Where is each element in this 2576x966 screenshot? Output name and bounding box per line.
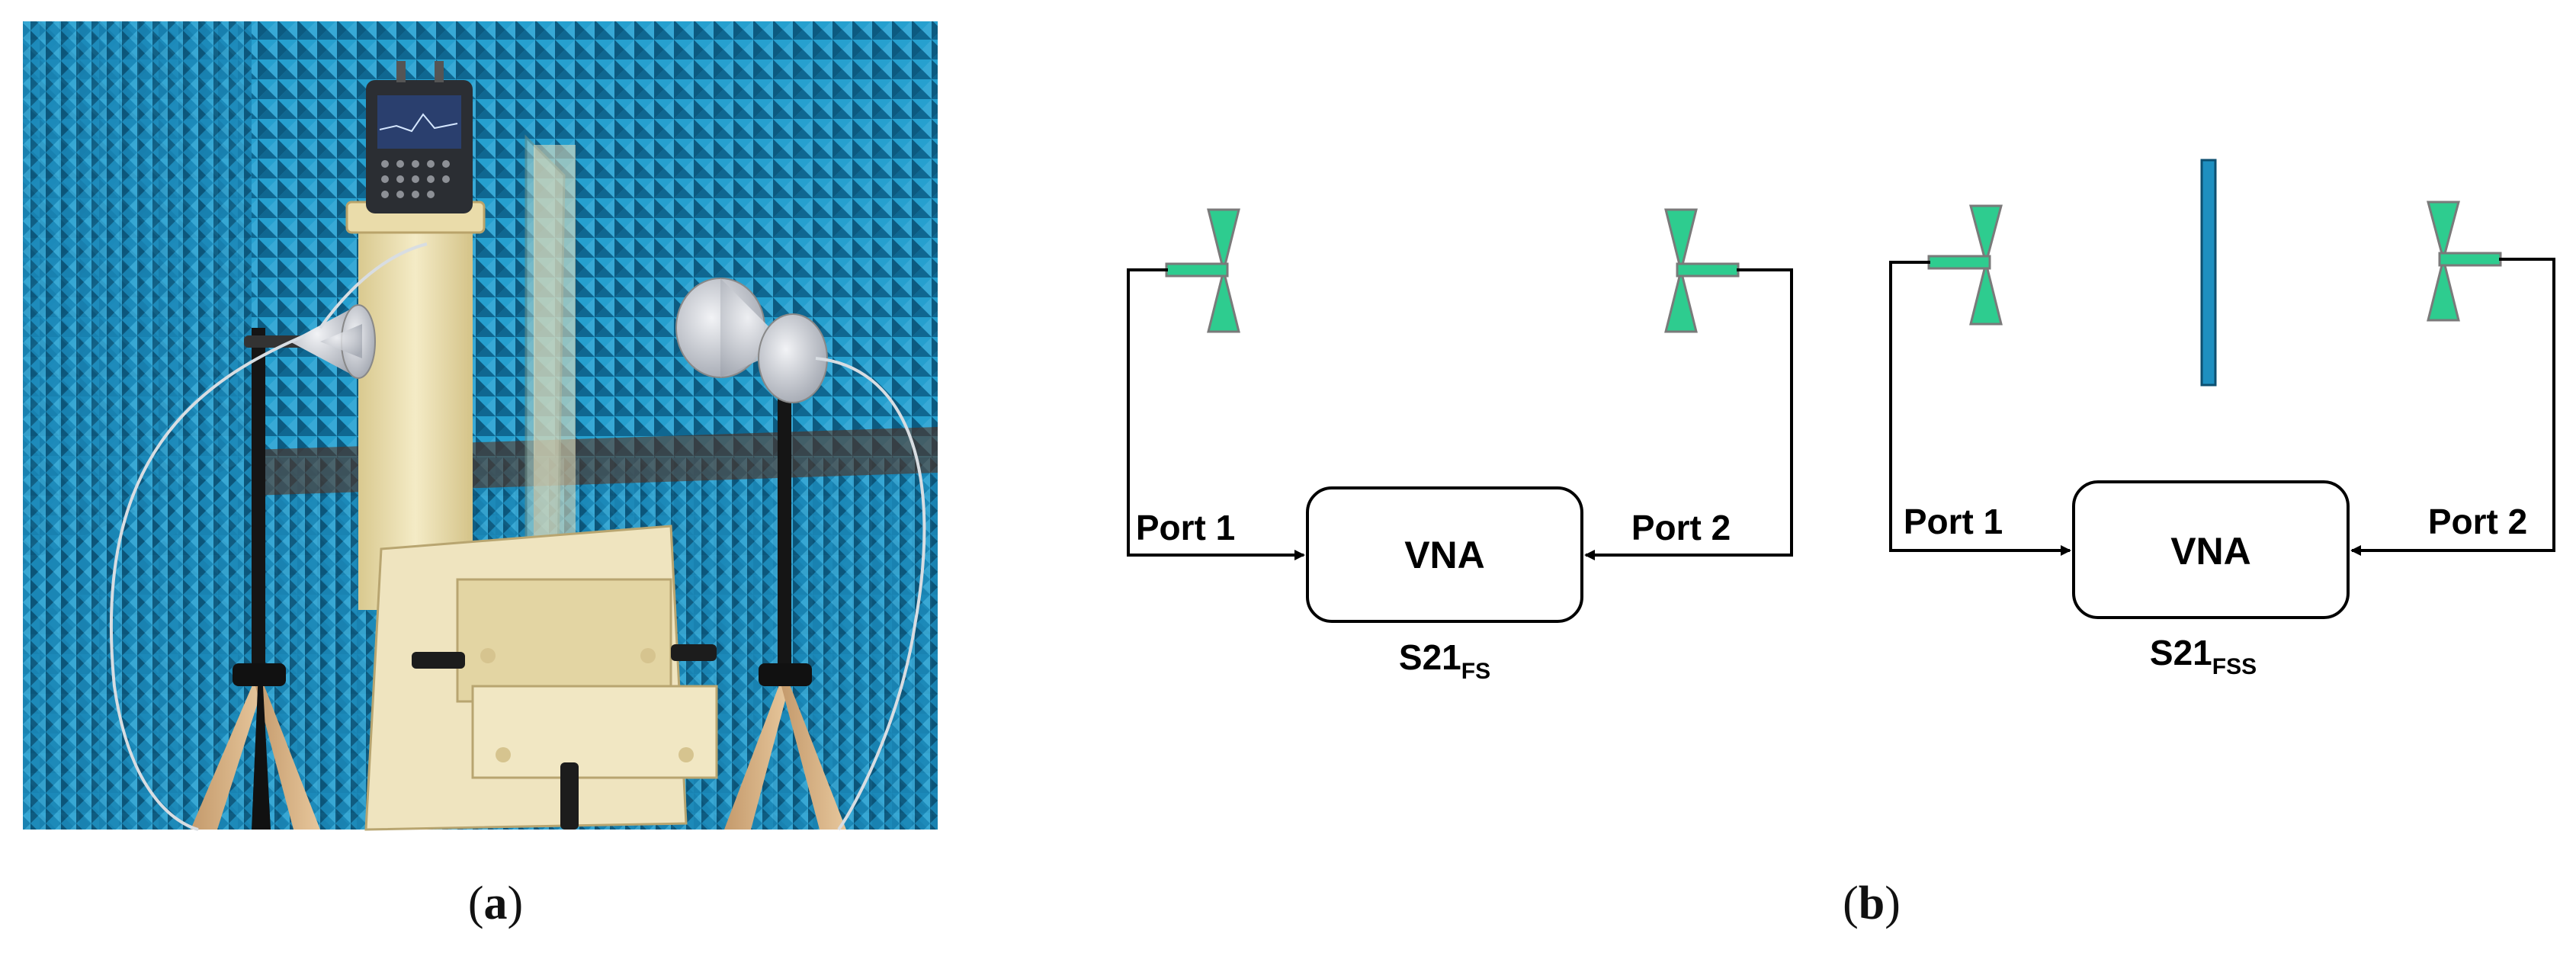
right-antenna-tripod [675,278,846,830]
absorber-left-wall [23,21,252,625]
s21-fss-label: S21FSS [2150,633,2257,679]
caption-b: (b) [1843,878,1901,929]
measurement-schematic-panel: VNA Port 1 Port 2 S21FS VNA Port 1 Por [991,0,2576,962]
vna-box [1306,486,1583,623]
vna-label-fss: VNA [2170,530,2251,573]
tx-antenna-icon-fss [1927,204,2003,326]
port2-cable-fss [2350,258,2555,556]
s21-fs-label: S21FS [1399,637,1490,684]
left-antenna-tripod [191,304,376,830]
tx-antenna-icon [1165,208,1240,333]
rx-antenna-icon [1664,208,1740,333]
sample-holder-box [364,525,718,831]
anechoic-chamber-photo [23,21,938,831]
port2-cable [1584,268,1793,560]
caption-a: (a) [467,878,524,929]
measurement-photo-panel: (a) [0,0,991,962]
rx-antenna-icon-fss [2427,201,2502,322]
vna-label: VNA [1404,534,1485,576]
left-cable [110,334,306,831]
vna-box-fss [2072,480,2350,619]
vna-cable [319,242,428,329]
port2-label: Port 2 [1631,508,1731,547]
port1-label: Port 1 [1136,508,1235,547]
port2-label-fss: Port 2 [2428,502,2527,541]
fss-panel [2200,159,2217,387]
free-space-setup: VNA Port 1 Port 2 S21FS [1127,208,1793,684]
port1-label-fss: Port 1 [1904,502,2003,541]
fss-setup: VNA Port 1 Port 2 S21FSS [1889,159,2555,679]
port1-cable [1127,268,1305,560]
handheld-vna-device [366,61,473,213]
right-cable [815,357,926,831]
port1-cable-fss [1889,261,2071,556]
schematic-diagram: VNA Port 1 Port 2 S21FS VNA Port 1 Por [1127,159,2555,684]
